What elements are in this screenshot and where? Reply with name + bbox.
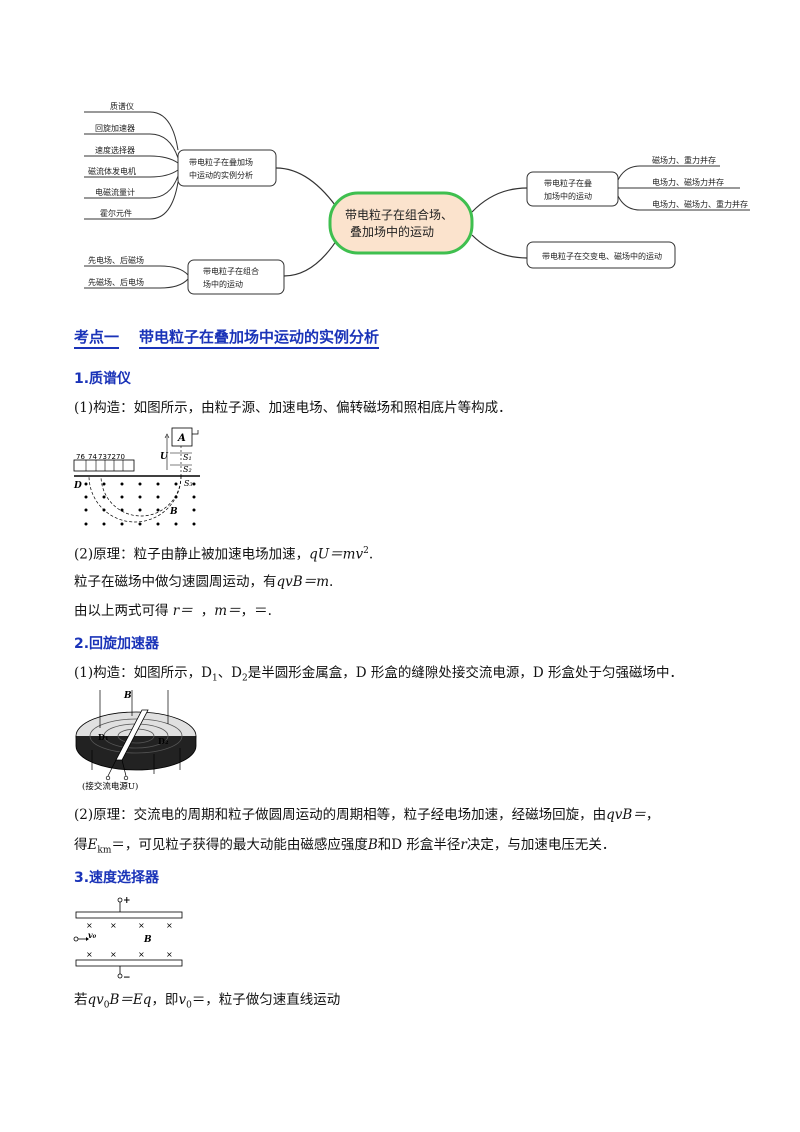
leaf-right-2: 电场力、磁场力并存: [652, 177, 724, 187]
section-label: 考点一: [74, 328, 120, 349]
s2-principle-b: 得Ekm＝，可见粒子获得的最大动能由磁感应强度B和D 形盒半径r决定，与加速电压…: [74, 837, 616, 856]
svg-text:A: A: [177, 433, 186, 444]
svg-text:72: 72: [107, 453, 116, 461]
box-right-bottom: 带电粒子在交变电、磁场中的运动: [542, 251, 662, 261]
svg-text:76: 76: [76, 453, 85, 461]
heading-mass-spectrometer: 1.质谱仪: [74, 371, 132, 387]
s1-principle-a: (2)原理：粒子由静止被加速电场加速，qU＝mv2.: [74, 546, 374, 563]
mind-map: 质谱仪 回旋加速器 速度选择器 磁流体发电机 电磁流量计 霍尔元件 先电场、后磁…: [84, 101, 750, 295]
leaf-mass-spectrometer: 质谱仪: [110, 101, 134, 111]
section-title: 考点一带电粒子在叠加场中运动的实例分析: [74, 326, 380, 349]
svg-text:×: ×: [166, 950, 173, 959]
s1-structure: (1)构造：如图所示，由粒子源、加速电场、偏转磁场和照相底片等构成．: [74, 400, 512, 416]
svg-text:×: ×: [138, 921, 145, 930]
svg-text:×: ×: [86, 950, 93, 959]
svg-text:B: B: [169, 507, 178, 517]
heading-cyclotron: 2.回旋加速器: [74, 636, 160, 652]
leaf-e-then-b: 先电场、后磁场: [88, 255, 144, 265]
svg-text:74: 74: [88, 453, 97, 461]
s1-result: 由以上两式可得 r＝，m＝，＝.: [74, 603, 272, 619]
svg-text:(接交流电源U): (接交流电源U): [82, 781, 138, 792]
box-left-bottom-line2: 场中的运动: [203, 279, 243, 289]
box-right-top-line2: 加场中的运动: [544, 191, 592, 201]
svg-text:73: 73: [98, 453, 107, 461]
svg-text:D: D: [73, 481, 82, 491]
center-line1: 带电粒子在组合场、: [345, 207, 453, 222]
box-right-top-line1: 带电粒子在叠: [544, 178, 592, 188]
svg-text:×: ×: [138, 950, 145, 959]
svg-text:B: B: [143, 935, 152, 945]
leaf-right-1: 磁场力、重力并存: [652, 155, 716, 165]
box-left-bottom-line1: 带电粒子在组合: [203, 266, 259, 276]
leaf-velocity-selector: 速度选择器: [95, 145, 135, 155]
svg-text:70: 70: [116, 453, 125, 461]
svg-text:S₁: S₁: [183, 453, 192, 462]
leaf-right-3: 电场力、磁场力、重力并存: [652, 199, 748, 209]
svg-text:D₁: D₁: [98, 732, 108, 742]
s2-principle-a: (2)原理：交流电的周期和粒子做圆周运动的周期相等，粒子经电场加速，经磁场回旋，…: [74, 807, 660, 823]
leaf-hall-element: 霍尔元件: [100, 208, 132, 218]
box-left-top-line2: 中运动的实例分析: [189, 170, 253, 180]
svg-text:+: +: [123, 896, 131, 906]
svg-text:v₀: v₀: [88, 930, 97, 940]
svg-text:×: ×: [166, 921, 173, 930]
svg-text:U: U: [160, 452, 169, 462]
leaf-flowmeter: 电磁流量计: [95, 187, 135, 197]
velocity-selector-figure: + × × × × × × × × v₀ B −: [73, 896, 183, 980]
leaf-cyclotron: 回旋加速器: [95, 123, 135, 133]
cyclotron-figure: B D₁ D₂ (接交流电源U): [75, 690, 197, 792]
svg-text:×: ×: [86, 921, 93, 930]
leaf-b-then-e: 先磁场、后电场: [88, 277, 144, 287]
leaf-mhd-generator: 磁流体发电机: [88, 166, 136, 176]
svg-text:S₂: S₂: [183, 465, 192, 474]
svg-text:×: ×: [110, 921, 117, 930]
mass-spectrometer-figure: 76 74 73 72 70 A U S₁ S₂ S₃ D B: [73, 427, 200, 526]
box-left-top-line1: 带电粒子在叠加场: [189, 157, 253, 167]
svg-text:×: ×: [110, 950, 117, 959]
svg-text:D₂: D₂: [158, 736, 169, 746]
heading-velocity-selector: 3.速度选择器: [74, 870, 160, 886]
svg-text:B: B: [123, 691, 132, 701]
svg-text:S₃: S₃: [184, 479, 193, 488]
s1-principle-b: 粒子在磁场中做匀速圆周运动，有qvB＝m.: [74, 574, 334, 590]
svg-text:−: −: [123, 973, 131, 980]
section-heading: 带电粒子在叠加场中运动的实例分析: [139, 328, 380, 349]
s2-structure: (1)构造：如图所示，D1、D2是半圆形金属盒，D 形盒的缝隙处接交流电源，D …: [74, 665, 683, 684]
center-line2: 叠加场中的运动: [350, 224, 434, 239]
s3-condition: 若qv0B＝Eq，即v0＝，粒子做匀速直线运动: [74, 992, 341, 1011]
